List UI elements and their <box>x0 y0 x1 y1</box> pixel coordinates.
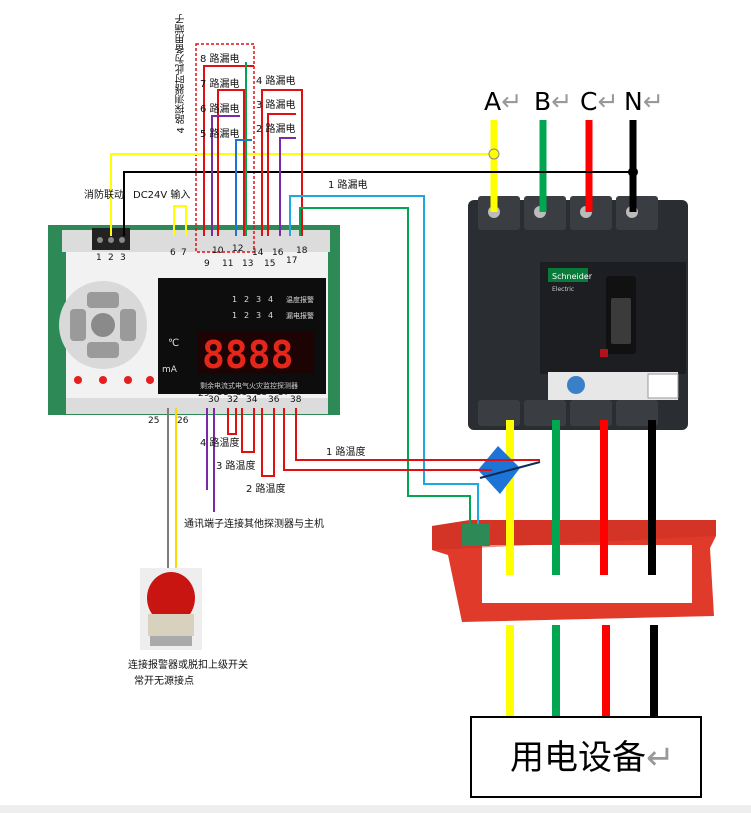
terminal-12: 12 <box>232 244 244 254</box>
temp-4-label: 4 路温度 <box>200 438 240 449</box>
breaker-sub: Electric <box>552 286 574 293</box>
signal-wires <box>110 62 633 568</box>
detector-display: 8888 <box>202 333 294 377</box>
detector-title: 剩余电流式电气火灾监控探测器 <box>200 381 298 390</box>
row-label-temp: 温度报警 <box>286 295 314 304</box>
terminal-34: 34 <box>246 395 258 405</box>
leak-2-label: 2 路漏电 <box>256 124 296 135</box>
led-digit-7: 3 <box>256 311 261 320</box>
terminal-33: 33 <box>236 388 248 398</box>
leak-8-label: 8 路漏电 <box>200 54 240 65</box>
led-digit-5: 1 <box>232 311 237 320</box>
terminal-13: 13 <box>242 259 254 269</box>
led-digit-6: 2 <box>244 311 249 320</box>
terminal-31: 31 <box>217 388 229 398</box>
temp-1-label: 1 路温度 <box>326 447 366 458</box>
terminal-32: 32 <box>227 395 239 405</box>
phase-n-label: N↵ <box>624 87 664 116</box>
junction-n <box>628 167 638 177</box>
terminal-37: 37 <box>278 388 290 398</box>
terminal-2: 2 <box>108 253 114 263</box>
temperature-probe <box>478 446 520 494</box>
terminal-7: 7 <box>181 248 187 258</box>
phase-b-label: B↵ <box>534 87 573 116</box>
phase-c-label: C↵ <box>580 87 619 116</box>
terminal-14: 14 <box>252 248 264 258</box>
terminal-3: 3 <box>120 253 126 263</box>
leak-4-label: 4 路漏电 <box>256 76 296 87</box>
spare-terminals-box <box>195 43 255 253</box>
load-device-label: 用电设备↵ <box>510 738 675 778</box>
leak-6-label: 6 路漏电 <box>200 104 240 115</box>
dc24v-label: DC24V 输入 <box>133 190 191 201</box>
phase-a-label: A↵ <box>484 87 523 116</box>
terminal-30: 30 <box>208 395 220 405</box>
terminal-15: 15 <box>264 259 276 269</box>
led-digit-8: 4 <box>268 311 273 320</box>
temp-2-label: 2 路温度 <box>246 484 286 495</box>
leak-3-label: 3 路漏电 <box>256 100 296 111</box>
unit-milliamp: mA <box>162 365 178 375</box>
terminal-16: 16 <box>272 248 284 258</box>
fire-link-label: 消防联动 <box>84 190 124 201</box>
terminal-11: 11 <box>222 259 234 269</box>
alarm-label-1: 连接报警器或脱扣上级开关 <box>128 660 248 671</box>
terminal-17: 17 <box>286 256 298 266</box>
led-digit-1: 1 <box>232 295 237 304</box>
row-label-leak: 漏电报警 <box>286 311 314 320</box>
terminal-38: 38 <box>290 395 302 405</box>
led-digit-4: 4 <box>268 295 273 304</box>
current-transformer <box>432 520 716 622</box>
led-digit-3: 3 <box>256 295 261 304</box>
temp-3-label: 3 路温度 <box>216 461 256 472</box>
bottom-strip <box>0 805 751 813</box>
terminal-6: 6 <box>170 248 176 258</box>
leak-1-label: 1 路漏电 <box>328 180 368 191</box>
terminal-35: 35 <box>256 388 268 398</box>
comm-terminal-label: 通讯端子连接其他探测器与主机 <box>184 519 324 530</box>
alarm-label-2: 常开无源接点 <box>134 676 194 687</box>
terminal-26: 26 <box>177 416 189 426</box>
terminal-25: 25 <box>148 416 160 426</box>
breaker-brand: Schneider <box>552 272 593 281</box>
phase-conductors <box>490 120 658 716</box>
terminal-9: 9 <box>204 259 210 269</box>
terminal-29: 29 <box>198 389 210 399</box>
terminal-1: 1 <box>96 253 102 263</box>
terminal-36: 36 <box>268 395 280 405</box>
leak-7-label: 7 路漏电 <box>200 79 240 90</box>
circuit-breaker: Schneider Electric <box>468 196 688 430</box>
terminal-18: 18 <box>296 246 308 256</box>
terminal-10: 10 <box>212 246 224 256</box>
spare-terminal-note: 4 路探测器时此为备用端子 <box>176 14 187 134</box>
unit-celsius: ℃ <box>168 338 179 349</box>
leak-5-label: 5 路漏电 <box>200 129 240 140</box>
load-device-box <box>470 716 702 798</box>
junction-a <box>488 148 500 160</box>
alarm-beacon <box>140 568 202 650</box>
led-digit-2: 2 <box>244 295 249 304</box>
